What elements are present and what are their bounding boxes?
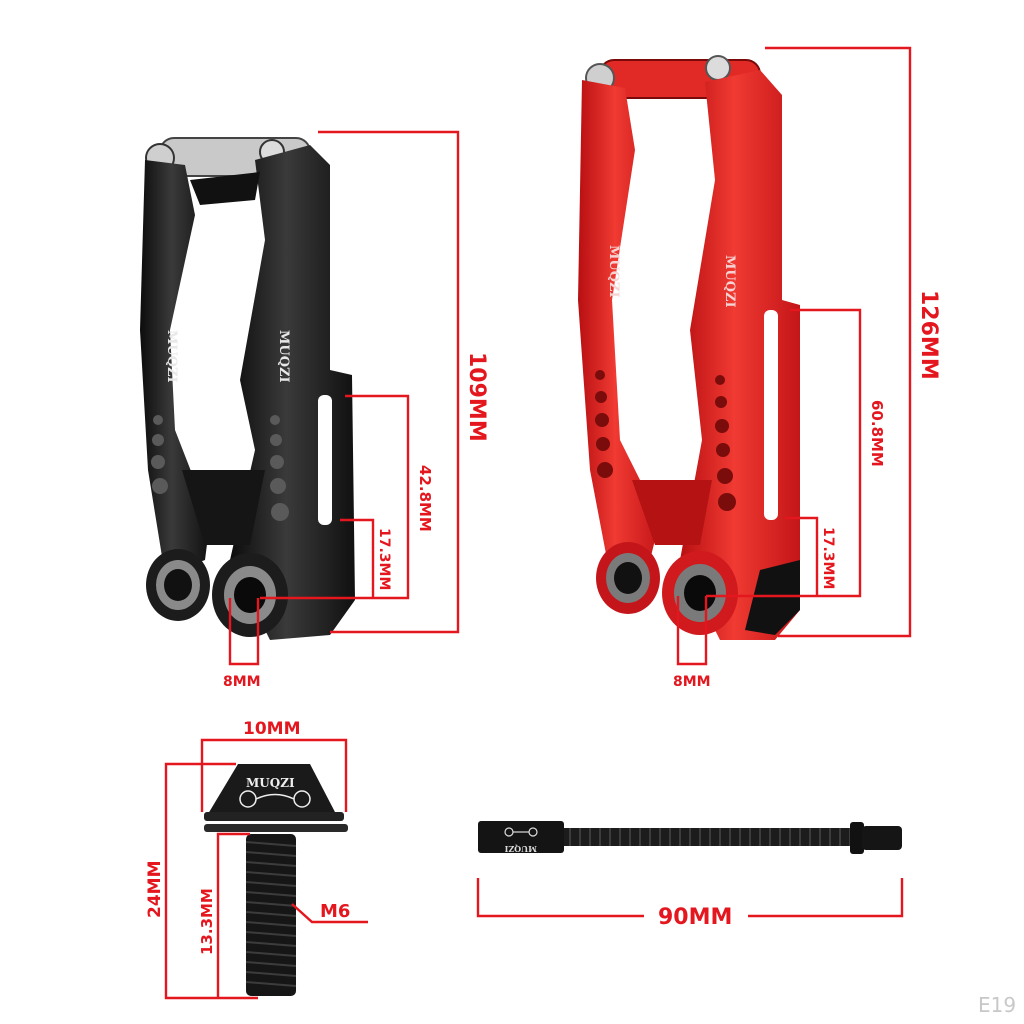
head-width-label: 10MM	[243, 719, 301, 739]
black-caliper: MUQZI MUQZI	[140, 137, 355, 640]
total-height-label: 109MM	[464, 352, 489, 442]
pivot-offset-label: 17.3MM	[820, 527, 836, 589]
thread-length-label: 13.3MM	[198, 888, 216, 955]
slot-height-label: 60.8MM	[868, 400, 886, 467]
pivot-diameter-label: 8MM	[673, 674, 711, 690]
bolt: MUQZI	[204, 764, 348, 996]
brand-mark: MUQZI	[606, 245, 621, 298]
red-caliper: MUQZI MUQZI	[578, 55, 800, 640]
red-caliper-dimensions	[676, 46, 912, 666]
pivot-offset-label: 17.3MM	[376, 528, 392, 590]
brake-noodle: MUQZI	[478, 821, 902, 854]
brand-mark: MUQZI	[276, 330, 291, 383]
total-length-label: 24MM	[145, 861, 165, 919]
pivot-bushings	[596, 542, 800, 635]
total-height-label: 126MM	[916, 290, 941, 380]
slot-height-label: 42.8MM	[416, 465, 434, 532]
brand-mark: MUQZI	[504, 844, 537, 854]
brand-mark: MUQZI	[164, 330, 179, 383]
noodle-dimensions	[476, 878, 904, 918]
bolt-dimensions	[164, 738, 368, 1000]
black-caliper-dimensions	[228, 130, 460, 666]
pivot-diameter-label: 8MM	[223, 674, 261, 690]
pivot-bushings	[146, 549, 288, 637]
noodle-length-label: 90MM	[658, 905, 732, 930]
brand-mark: MUQZI	[246, 776, 295, 790]
watermark: E19	[978, 993, 1016, 1017]
brand-mark: MUQZI	[722, 255, 737, 308]
thread-size-label: M6	[320, 901, 350, 922]
